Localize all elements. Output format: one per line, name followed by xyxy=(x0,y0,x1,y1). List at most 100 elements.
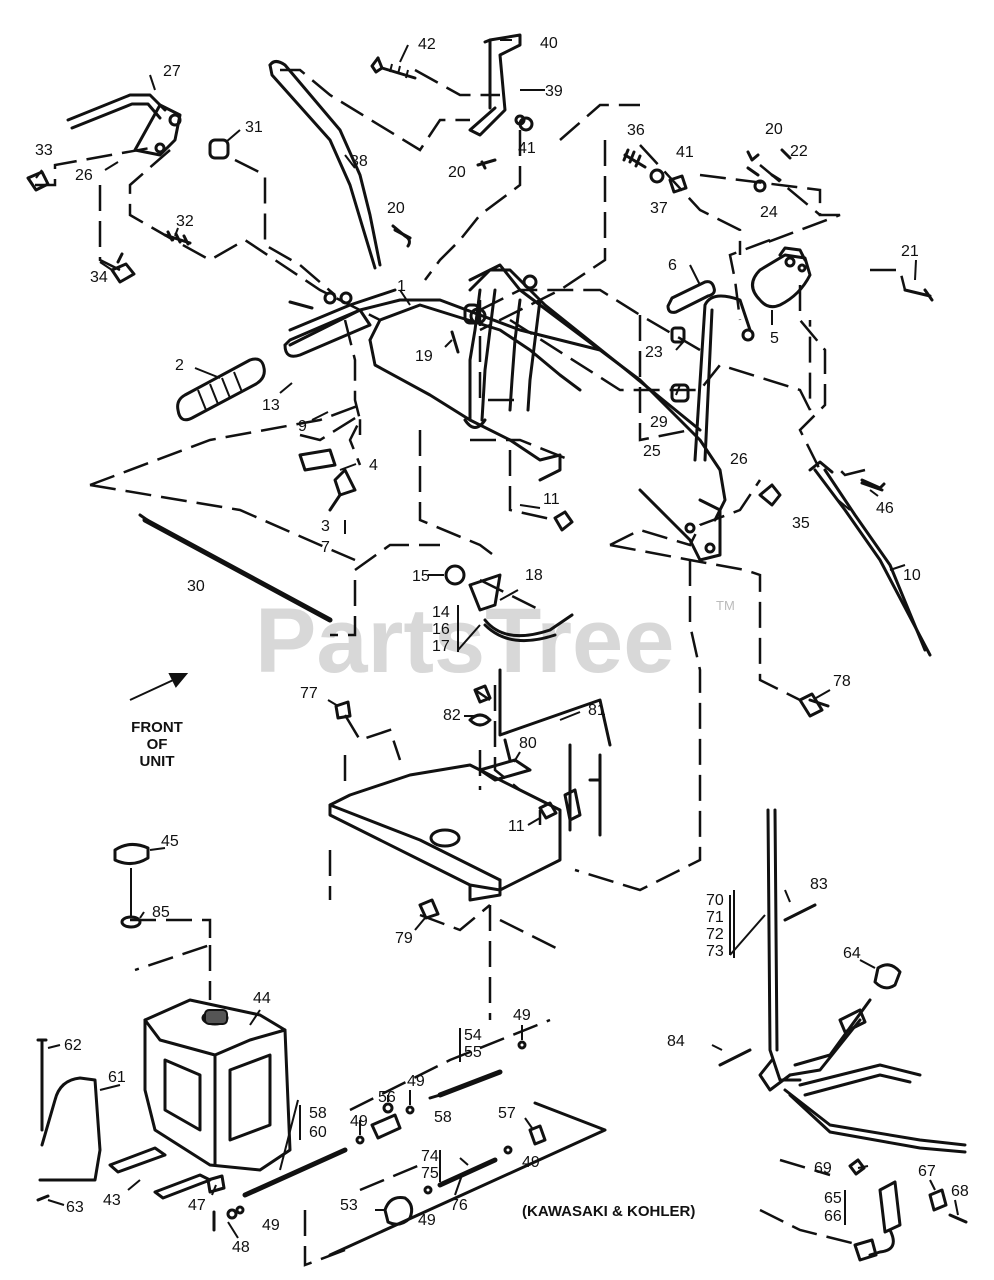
callout-73: 73 xyxy=(706,943,724,960)
callout-45: 45 xyxy=(161,833,179,850)
callout-72: 72 xyxy=(706,926,724,943)
callout-60: 60 xyxy=(309,1124,327,1141)
callout-63: 63 xyxy=(66,1199,84,1216)
callout-77: 77 xyxy=(300,685,318,702)
wire-harness-part-70-73 xyxy=(766,808,802,1082)
bolt-part-13 xyxy=(288,300,314,310)
bolt-part-42 xyxy=(376,56,417,80)
rod-part-30 xyxy=(142,517,333,623)
fuel-line-part-54-55 xyxy=(437,1069,503,1098)
callout-71: 71 xyxy=(706,909,724,926)
callout-4: 4 xyxy=(369,457,378,474)
callout-29: 29 xyxy=(650,414,668,431)
callout-76: 76 xyxy=(450,1197,468,1214)
callout-55: 55 xyxy=(464,1044,482,1061)
clip-part-4 xyxy=(298,448,337,472)
callout-74: 74 xyxy=(421,1148,439,1165)
callout-49e: 49 xyxy=(418,1212,436,1229)
callout-38: 38 xyxy=(350,153,368,170)
callout-2: 2 xyxy=(175,357,184,374)
callout-19: 19 xyxy=(415,348,433,365)
callout-48: 48 xyxy=(232,1239,250,1256)
hand-grip-part-2 xyxy=(176,357,266,422)
pad-part-43b xyxy=(153,1173,212,1200)
callout-32: 32 xyxy=(176,213,194,230)
callout-37: 37 xyxy=(650,200,668,217)
callout-15: 15 xyxy=(412,568,430,585)
callout-10: 10 xyxy=(903,567,921,584)
callout-26b: 26 xyxy=(730,451,748,468)
callout-53: 53 xyxy=(340,1197,358,1214)
callout-40: 40 xyxy=(540,35,558,52)
callout-41b: 41 xyxy=(676,144,694,161)
bolt-part-78 xyxy=(798,692,824,718)
callout-46: 46 xyxy=(876,500,894,517)
callout-47: 47 xyxy=(188,1197,206,1214)
callout-35: 35 xyxy=(792,515,810,532)
callout-83: 83 xyxy=(810,876,828,893)
callout-25: 25 xyxy=(643,443,661,460)
callout-49d: 49 xyxy=(522,1154,540,1171)
callout-3: 3 xyxy=(321,518,330,535)
fuel-tank-part-44 xyxy=(143,998,292,1172)
front-note-line3: UNIT xyxy=(140,753,175,770)
callout-78: 78 xyxy=(833,673,851,690)
callout-36: 36 xyxy=(627,122,645,139)
nut-part-37 xyxy=(668,174,688,194)
callout-20c: 20 xyxy=(765,121,783,138)
callout-31: 31 xyxy=(245,119,263,136)
group-brackets xyxy=(299,605,846,1225)
lever-part-25 xyxy=(693,294,752,462)
module-part-65-66 xyxy=(878,1180,902,1234)
callout-49c: 49 xyxy=(407,1073,425,1090)
callout-58a: 58 xyxy=(309,1105,327,1122)
callout-34: 34 xyxy=(90,269,108,286)
callout-9: 9 xyxy=(298,418,307,435)
harness-part-81 xyxy=(498,668,612,837)
callout-6: 6 xyxy=(668,257,677,274)
spring-part-36 xyxy=(622,148,647,169)
callout-20a: 20 xyxy=(387,200,405,217)
callout-41a: 41 xyxy=(518,140,536,157)
callout-49f: 49 xyxy=(262,1217,280,1234)
callout-67: 67 xyxy=(918,1163,936,1180)
callout-79: 79 xyxy=(395,930,413,947)
control-rod-part-38 xyxy=(268,60,382,267)
callout-82: 82 xyxy=(443,707,461,724)
callout-21: 21 xyxy=(901,243,919,260)
switch-part-34 xyxy=(110,262,136,284)
callout-84: 84 xyxy=(667,1033,685,1050)
callout-1: 1 xyxy=(397,278,406,295)
callout-13: 13 xyxy=(262,397,280,414)
nut-part-33 xyxy=(26,170,50,192)
filter-part-56 xyxy=(370,1113,402,1140)
callout-58b: 58 xyxy=(434,1109,452,1126)
gasket-part-85 xyxy=(120,915,142,929)
engine-variant-note: (KAWASAKI & KOHLER) xyxy=(522,1203,695,1220)
callout-70: 70 xyxy=(706,892,724,909)
callout-80: 80 xyxy=(519,735,537,752)
callout-57: 57 xyxy=(498,1105,516,1122)
front-note-line1: FRONT xyxy=(131,719,183,736)
fuel-line-part-58-60 xyxy=(242,1147,348,1198)
bolt-part-77 xyxy=(334,700,352,720)
washer-part-41 xyxy=(649,168,665,184)
callout-7: 7 xyxy=(321,539,330,556)
callout-11a: 11 xyxy=(543,491,560,508)
front-note-line2: OF xyxy=(147,736,168,753)
callout-16: 16 xyxy=(432,621,450,638)
callout-81: 81 xyxy=(588,702,606,719)
bushing-part-31 xyxy=(208,138,230,160)
fuel-line-part-74-75 xyxy=(437,1157,498,1188)
strap-part-61 xyxy=(38,1076,102,1182)
watermark-trademark: TM xyxy=(716,598,735,613)
fuel-cap-part-45 xyxy=(113,843,150,865)
knob-part-35 xyxy=(758,483,782,507)
grip-part-6 xyxy=(666,280,716,314)
callout-62: 62 xyxy=(64,1037,82,1054)
callout-54: 54 xyxy=(464,1027,482,1044)
control-rod-part-10 xyxy=(813,468,932,657)
callout-27: 27 xyxy=(163,63,181,80)
callout-85: 85 xyxy=(152,904,170,921)
callout-20b: 20 xyxy=(448,164,466,181)
